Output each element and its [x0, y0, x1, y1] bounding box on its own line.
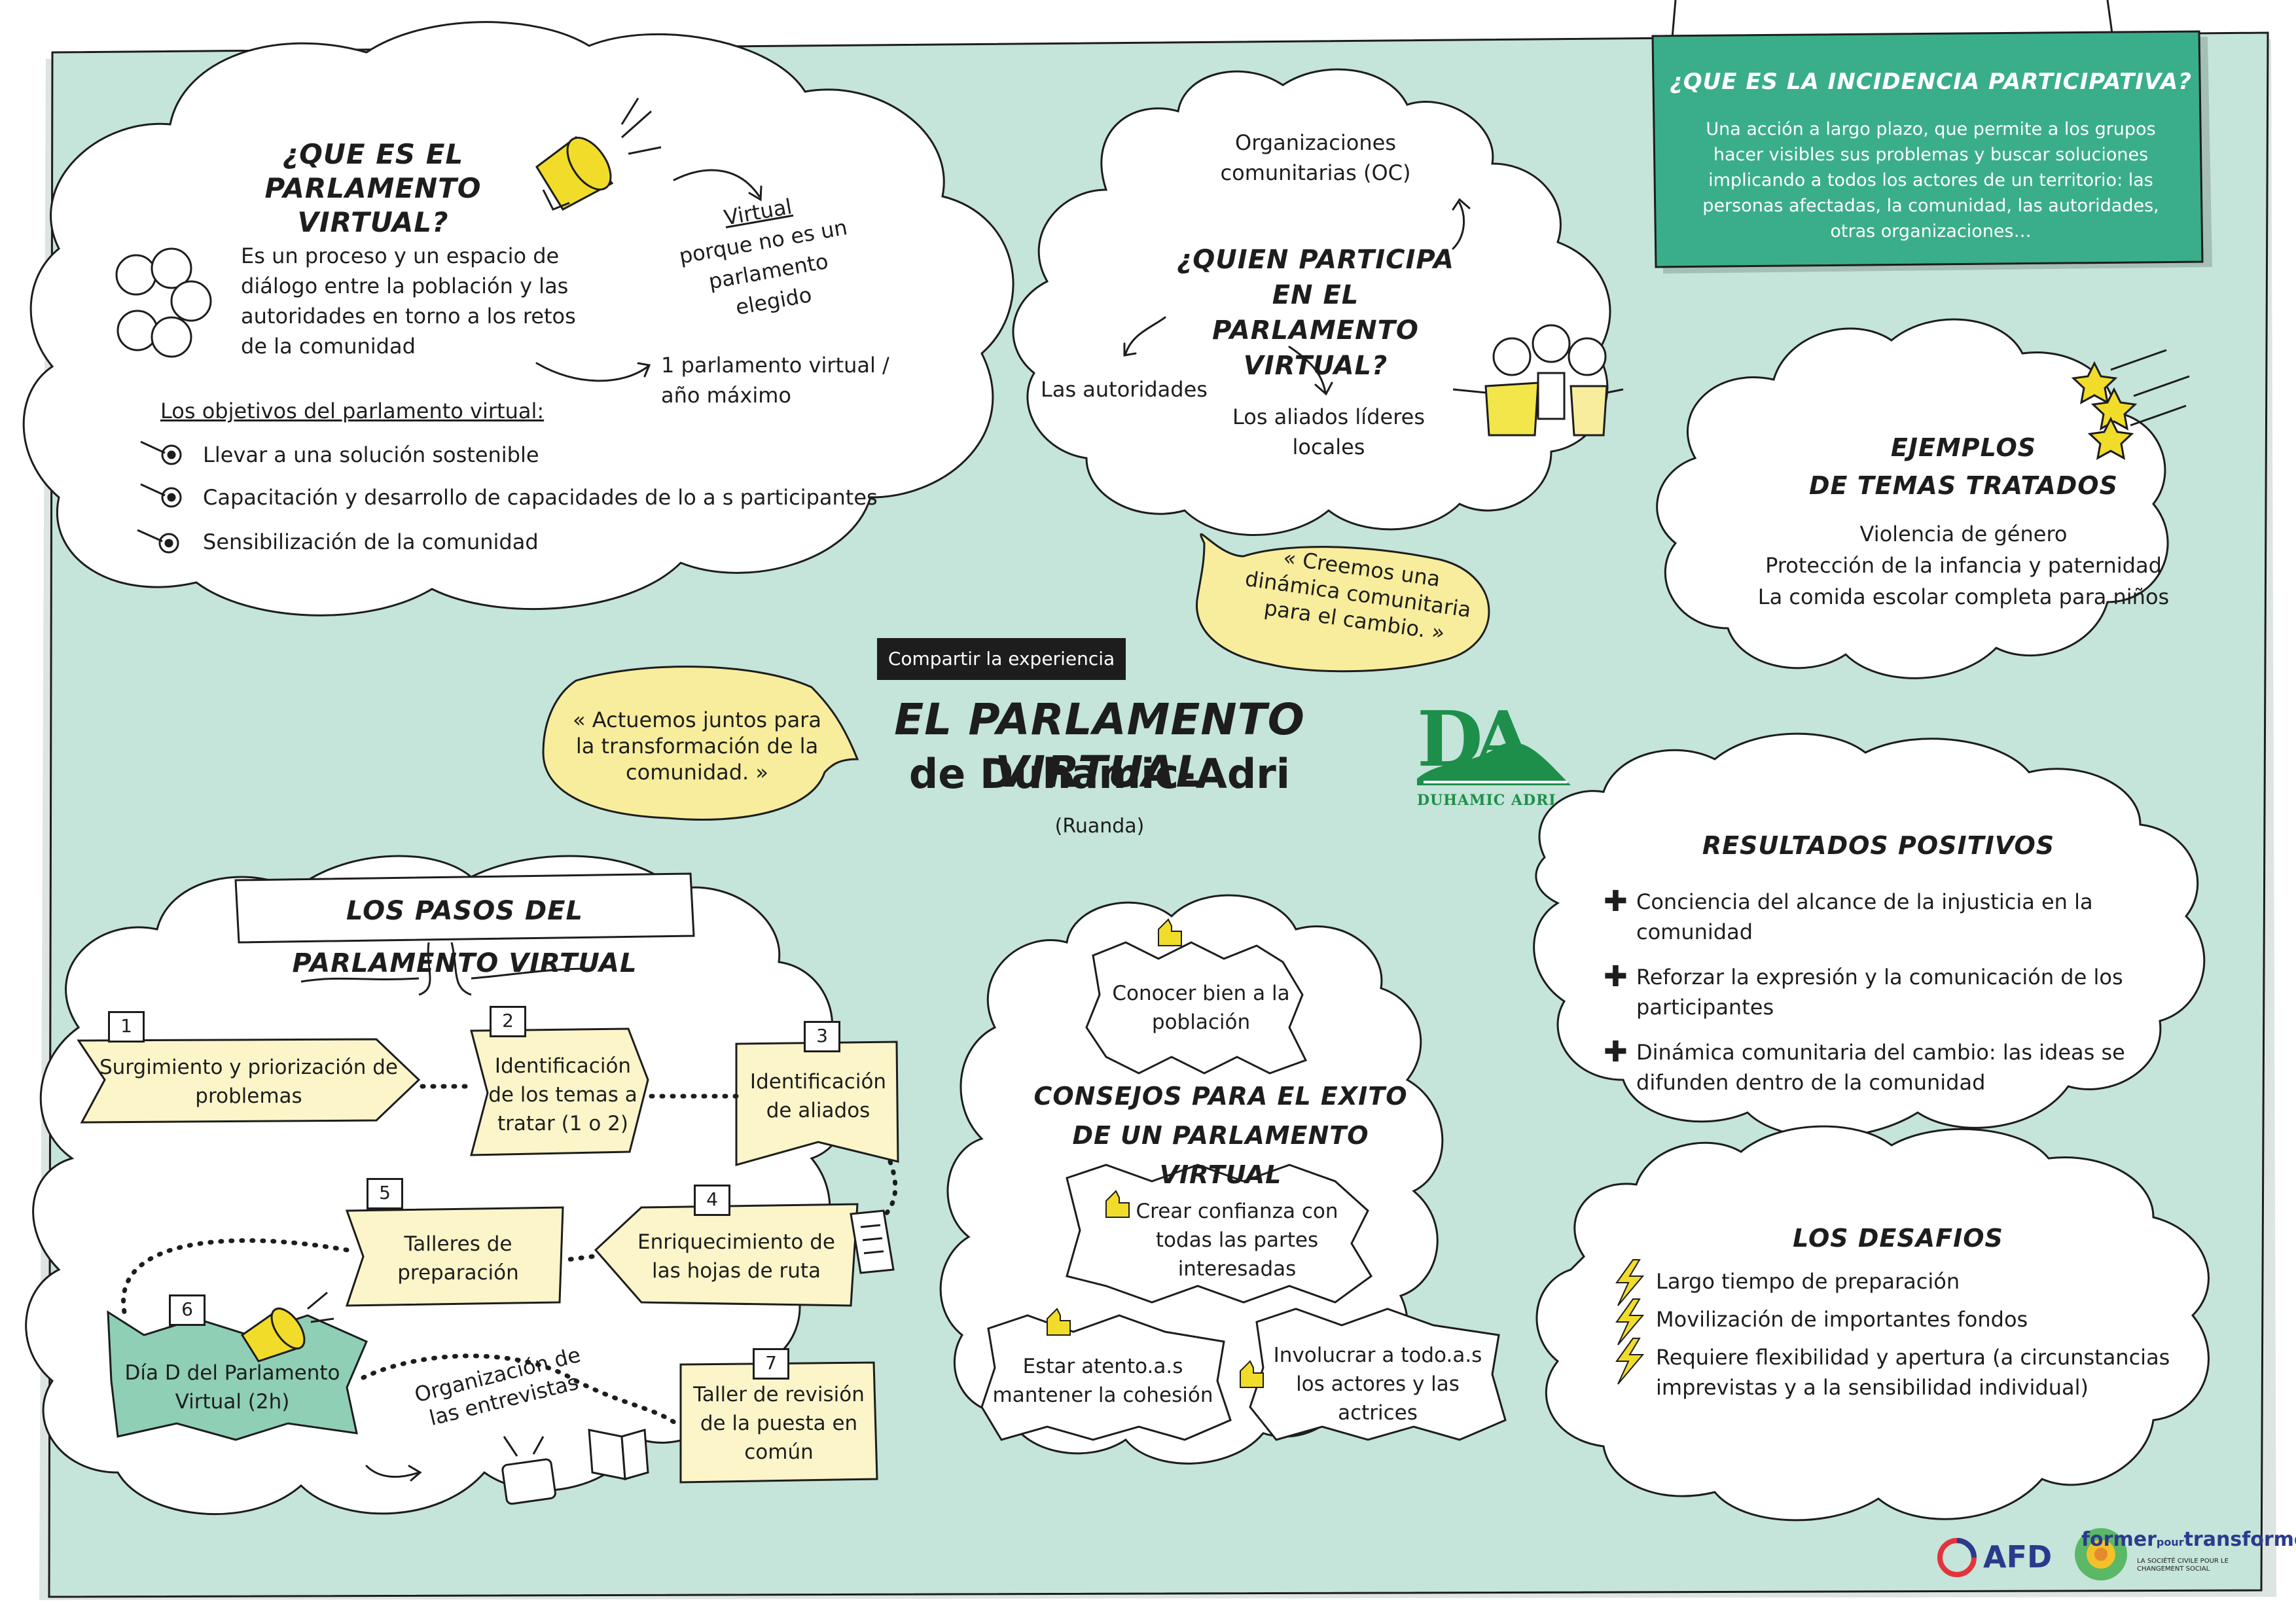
aliados-label: Los aliados líderes locales [1232, 404, 1425, 459]
step-number: 4 [694, 1185, 730, 1216]
ejemplo-item: Protección de la infancia y paternidad [1765, 553, 2162, 578]
objectives-title: Los objetivos del parlamento virtual: [160, 399, 545, 423]
duhamic-logo-mark [1417, 742, 1571, 785]
tip-confianza: Crear confianza con todas las partes int… [1136, 1200, 1338, 1281]
step-5: Talleres de preparación [397, 1232, 519, 1285]
org-comunitarias: Organizaciones comunitarias (OC) [1220, 130, 1411, 185]
book-icon [588, 1429, 649, 1480]
ejemplo-item: Violencia de género [1859, 522, 2068, 546]
cloud-que-es [22, 21, 1014, 616]
people-group-icon [115, 247, 212, 358]
step-number: 5 [367, 1178, 403, 1209]
former-logo-mark [2075, 1528, 2127, 1580]
quien-title: ¿QUIEN PARTICIPA EN EL PARLAMENTO VIRTUA… [1177, 245, 1454, 381]
cloud-resultados [1533, 732, 2206, 1138]
afd-logo-text: AFD [1983, 1539, 2053, 1575]
megaphone-icon-step6 [240, 1291, 334, 1363]
cloud-desafios [1535, 1125, 2210, 1522]
tip-involucrar: Involucrar a todo.a.s los actores y las … [1273, 1344, 1482, 1425]
tv-icon [501, 1436, 556, 1505]
frequency-note: 1 parlamento virtual / año máximo [661, 353, 889, 408]
objective-item: Llevar a una solución sostenible [203, 442, 539, 467]
step-number: 3 [804, 1021, 840, 1052]
duhamic-logo-caption: DUHAMIC ADRI [1417, 792, 1556, 809]
desafio-item: Requiere flexibilidad y apertura (a circ… [1656, 1345, 2170, 1400]
star-icons [2071, 349, 2190, 460]
step-number: 7 [753, 1348, 789, 1380]
objective-item: Sensibilización de la comunidad [203, 529, 539, 554]
main-title: EL PARLAMENTO VIRTUAL [894, 694, 1305, 797]
desafio-item: Movilización de importantes fondos [1656, 1307, 2028, 1332]
que-es-title: ¿QUE ES EL PARLAMENTO VIRTUAL? [264, 138, 482, 238]
quote-actuemos: « Actuemos juntos para la transformación… [573, 707, 821, 785]
step-3: Identificación de aliados [749, 1070, 887, 1122]
afd-logo [1937, 1538, 1977, 1577]
step-7: Taller de revisión de la puesta en común [693, 1383, 865, 1464]
tip-atento: Estar atento.a.s mantener la cohesión [992, 1355, 1213, 1407]
step-4: Enriquecimiento de las hojas de ruta [637, 1230, 835, 1283]
resultados-title: RESULTADOS POSITIVOS [1702, 831, 2055, 860]
desafio-item: Largo tiempo de preparación [1656, 1269, 1960, 1294]
autoridades-label: Las autoridades [1041, 377, 1208, 402]
document-icon [850, 1209, 895, 1274]
header-tag: Compartir la experiencia [877, 638, 1126, 680]
bubble-creemos [1196, 533, 1490, 673]
resultado-item: ✚Reforzar la expresión y la comunicación… [1604, 960, 2123, 1020]
resultado-item: ✚Conciencia del alcance de la injusticia… [1604, 885, 2093, 945]
main-subtitle: de Duhamic-Adri [908, 750, 1291, 798]
incidencia-title: ¿QUE ES LA INCIDENCIA PARTICIPATIVA? [1670, 69, 2192, 95]
step-number: 1 [108, 1011, 145, 1043]
lightning-icons [1615, 1259, 1645, 1385]
ejemplos-title: EJEMPLOS DE TEMAS TRATADOS [1809, 433, 2118, 500]
duhamic-logo-letters: DA [1417, 695, 1533, 784]
consejos-title: CONSEJOS PARA EL EXITO DE UN PARLAMENTO … [1033, 1082, 1408, 1189]
que-es-description: Es un proceso y un espacio de diálogo en… [241, 243, 576, 359]
ejemplos-list: Violencia de género Protección de la inf… [1715, 518, 2212, 613]
step-2: Identificación de los temas a tratar (1 … [488, 1054, 637, 1135]
former-tagline: LA SOCIÉTÉ CIVILE POUR LE CHANGEMENT SOC… [2137, 1558, 2229, 1573]
country-label: (Ruanda) [1054, 815, 1145, 838]
cloud-ejemplos [1656, 318, 2169, 679]
ejemplo-item: La comida escolar completa para niños [1757, 584, 2170, 609]
plus-icon: ✚ [1604, 960, 1628, 993]
people-figures-icon [1452, 324, 1624, 437]
plus-icon: ✚ [1604, 1035, 1628, 1069]
step-number: 2 [490, 1006, 526, 1037]
step-number: 6 [169, 1294, 206, 1326]
bubble-actuemos [542, 666, 859, 821]
desafios-title: LOS DESAFIOS [1793, 1224, 2003, 1253]
incidencia-note [1651, 30, 2212, 274]
megaphone-icon-top [535, 98, 662, 211]
step-6: Día D del Parlamento Virtual (2h) [124, 1361, 340, 1414]
thumbs-up-icons [1047, 918, 1264, 1388]
objective-item: Capacitación y desarrollo de capacidades… [203, 485, 878, 510]
plus-icon: ✚ [1604, 885, 1628, 918]
incidencia-text: Una acción a largo plazo, que permite a … [1702, 119, 2159, 241]
former-logo-text: formerpourtransformer [2081, 1528, 2296, 1551]
pasos-title: LOS PASOS DEL PARLAMENTO VIRTUAL [292, 896, 637, 978]
step-1: Surgimiento y priorización de problemas [99, 1055, 399, 1108]
target-icons [137, 440, 182, 554]
tip-conocer: Conocer bien a la población [1112, 982, 1290, 1034]
resultado-item: ✚Dinámica comunitaria del cambio: las id… [1604, 1035, 2125, 1096]
